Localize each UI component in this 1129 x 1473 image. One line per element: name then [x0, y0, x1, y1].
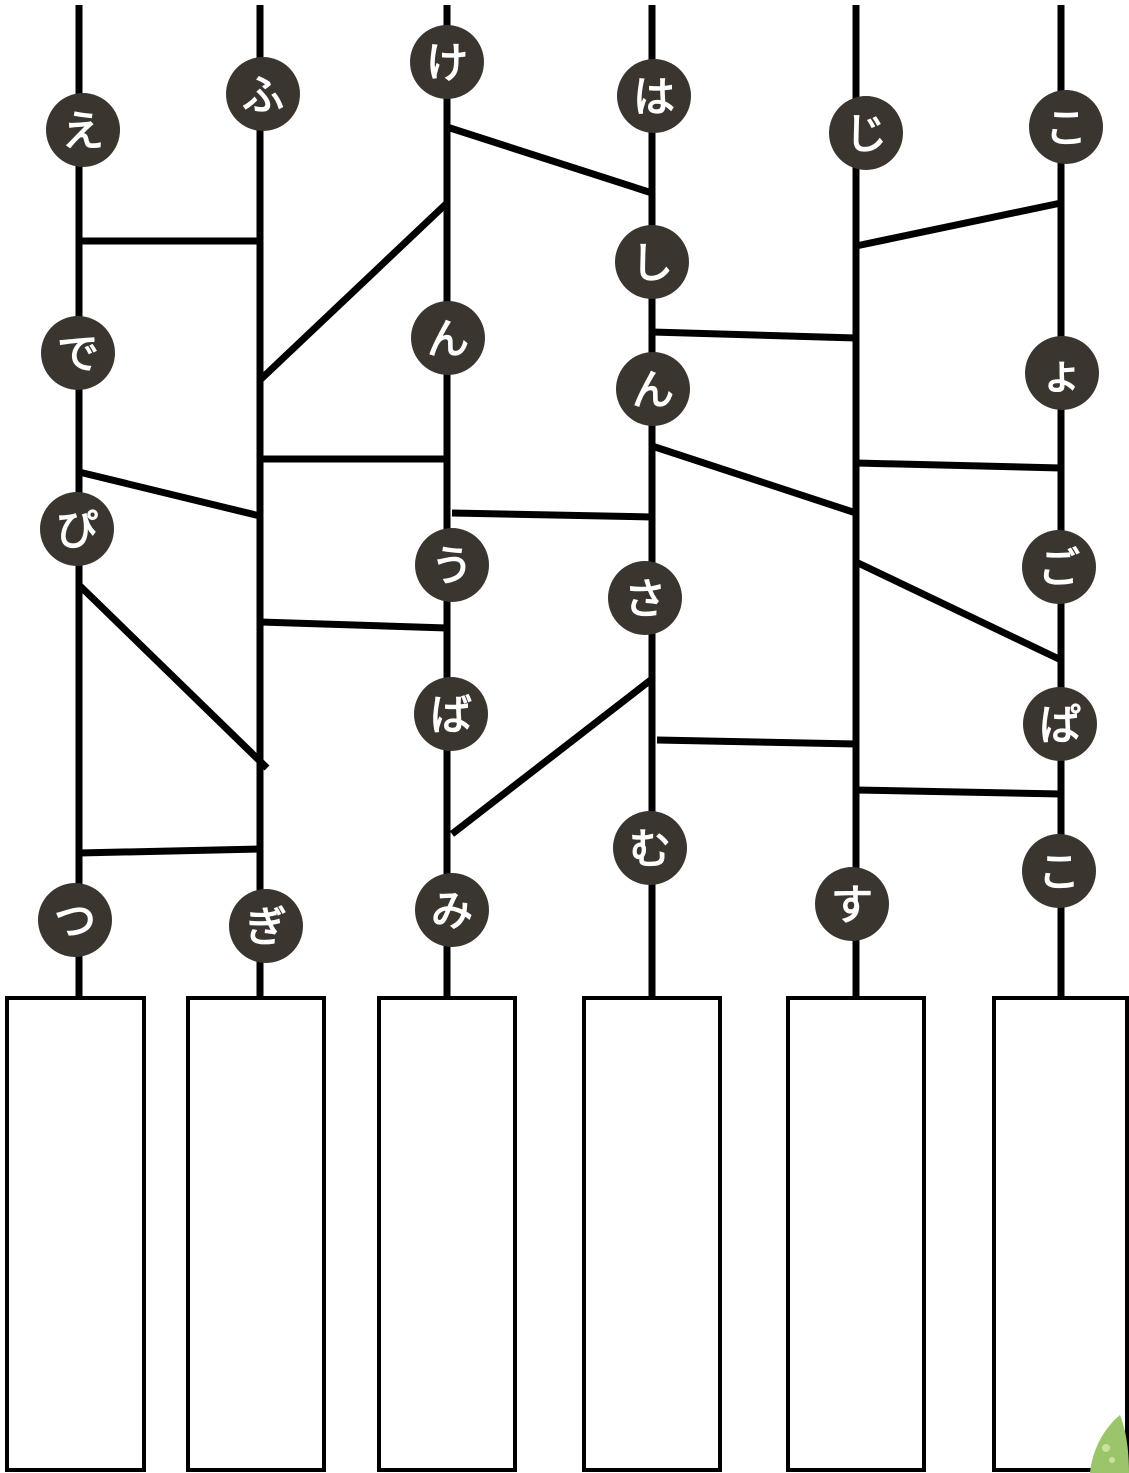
kana-badge-circle	[411, 301, 485, 375]
rung-2	[78, 468, 261, 520]
rung-4	[78, 845, 261, 857]
rung-9	[451, 509, 653, 521]
kana-badge: は	[617, 59, 691, 133]
answer-box-6[interactable]	[992, 996, 1129, 1472]
kana-character: ん	[427, 315, 469, 364]
kana-badge: ご	[1022, 530, 1096, 604]
kana-character: こ	[1038, 848, 1080, 897]
kana-badge-circle	[415, 873, 489, 947]
kana-character: え	[62, 107, 104, 156]
rung-16	[854, 558, 1063, 664]
kana-badge-circle	[41, 316, 115, 390]
kana-badge-circle	[46, 93, 120, 167]
kana-badge-circle	[1029, 90, 1103, 164]
rung-12	[650, 442, 858, 517]
kana-badge: で	[41, 316, 115, 390]
kana-badge-circle	[616, 352, 690, 426]
rung-8	[445, 123, 654, 197]
kana-badge: ば	[414, 677, 488, 751]
kana-character: う	[431, 542, 473, 591]
kana-badge-circle	[1022, 530, 1096, 604]
kana-character: ふ	[242, 71, 284, 120]
kana-badge: じ	[829, 96, 903, 170]
answer-box-2[interactable]	[186, 996, 326, 1472]
kana-character: こ	[1045, 104, 1087, 153]
kana-badge-circle	[613, 811, 687, 885]
kana-badge-circle	[829, 96, 903, 170]
leaf-decoration-icon	[1090, 1415, 1129, 1473]
kana-badge: ん	[411, 301, 485, 375]
kana-badge: こ	[1029, 90, 1103, 164]
kana-badge-circle	[414, 677, 488, 751]
kana-character: じ	[845, 110, 887, 159]
kana-badge-circle	[40, 492, 114, 566]
rung-3	[76, 582, 270, 771]
kana-badge: け	[410, 25, 484, 99]
kana-badge: こ	[1022, 834, 1096, 908]
kana-badge-circle	[1022, 834, 1096, 908]
rung-7	[259, 618, 448, 632]
rung-14	[855, 199, 1062, 250]
kana-character: つ	[54, 897, 96, 946]
kana-badge-circle	[1025, 336, 1099, 410]
kana-badge-circle	[38, 883, 112, 957]
kana-badge-circle	[615, 225, 689, 299]
kana-character: ぴ	[56, 506, 98, 555]
kana-badge: う	[415, 528, 489, 602]
kana-badge: ぴ	[40, 492, 114, 566]
answer-box-1[interactable]	[5, 996, 146, 1472]
kana-badge-circle	[1023, 687, 1097, 761]
kana-character: け	[426, 39, 468, 88]
kana-badge-circle	[410, 25, 484, 99]
kana-badge-circle	[815, 867, 889, 941]
rung-5	[257, 200, 450, 383]
kana-badge: み	[415, 873, 489, 947]
kana-character: す	[831, 881, 873, 930]
rung-13	[656, 736, 857, 748]
answer-box-5[interactable]	[786, 996, 926, 1472]
rung-17	[855, 786, 1062, 798]
kana-badge: む	[613, 811, 687, 885]
kana-badge: す	[815, 867, 889, 941]
kana-character: み	[431, 887, 473, 936]
kana-character: む	[629, 825, 671, 874]
kana-badge: ふ	[226, 57, 300, 131]
answer-boxes	[5, 996, 1129, 1472]
kana-badge-circle	[608, 561, 682, 635]
rung-10	[449, 676, 655, 837]
kana-badge-circle	[226, 57, 300, 131]
kana-badge: し	[615, 225, 689, 299]
kana-badge: ん	[616, 352, 690, 426]
kana-character: ぎ	[245, 903, 287, 952]
kana-character: ん	[632, 366, 674, 415]
answer-box-3[interactable]	[377, 996, 517, 1472]
kana-character: ぱ	[1039, 701, 1081, 750]
rung-15	[855, 459, 1062, 472]
kana-badge: ょ	[1025, 336, 1099, 410]
kana-character: し	[631, 239, 673, 288]
kana-character: は	[633, 73, 675, 122]
kana-badge: ぎ	[229, 889, 303, 963]
answer-box-4[interactable]	[582, 996, 722, 1472]
kana-character: で	[57, 330, 99, 379]
kana-character: さ	[624, 575, 666, 624]
kana-badge: さ	[608, 561, 682, 635]
kana-badge: つ	[38, 883, 112, 957]
kana-badge-circle	[229, 889, 303, 963]
ladder-rungs	[76, 123, 1063, 857]
kana-badge: え	[46, 93, 120, 167]
kana-badge-circle	[617, 59, 691, 133]
rung-11	[651, 328, 857, 342]
kana-badge: ぱ	[1023, 687, 1097, 761]
kana-badge-circle	[415, 528, 489, 602]
vertical-rails	[75, 5, 1065, 997]
kana-character: ご	[1038, 544, 1080, 593]
kana-character: ょ	[1041, 350, 1083, 399]
kana-character: ば	[430, 691, 472, 740]
